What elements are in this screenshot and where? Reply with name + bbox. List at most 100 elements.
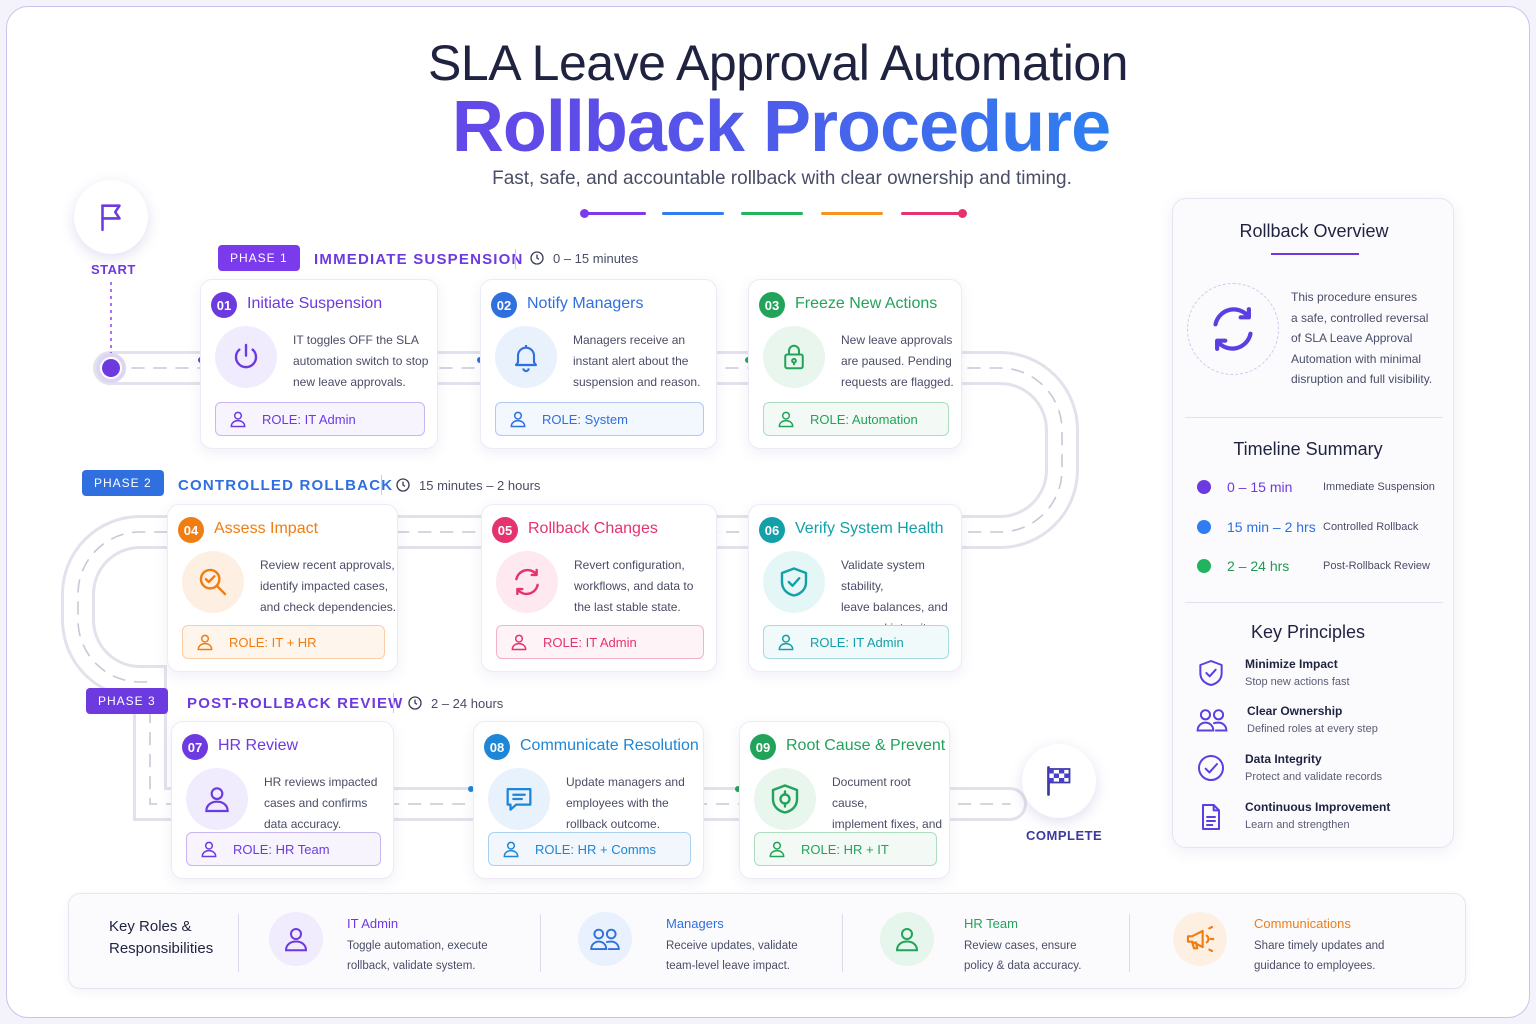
step-title: Verify System Health <box>795 520 944 537</box>
step-description-line: Review recent approvals, <box>260 558 395 572</box>
principle-title: Minimize Impact <box>1245 657 1338 671</box>
step-number: 08 <box>484 734 510 760</box>
phase-3-badge: PHASE 3 <box>86 688 168 714</box>
overview-description-line: a safe, controlled reversal <box>1291 310 1429 325</box>
key-roles-bar: Key Roles & Responsibilities IT Admin To… <box>68 893 1466 989</box>
step-description-line: suspension and reason. <box>573 375 701 389</box>
step-role-value: System <box>584 411 628 427</box>
step-description-line: Managers receive an <box>573 333 686 347</box>
step-role-prefix: ROLE: <box>535 841 575 857</box>
step-description: Review recent approvals,identify impacte… <box>260 555 396 618</box>
role-icon-hr-team <box>880 912 934 966</box>
principle-subtitle: Defined roles at every step <box>1247 723 1378 735</box>
key-roles-title-line: Key Roles & <box>109 918 192 935</box>
magnifier-icon <box>199 568 227 596</box>
role-description-line: guidance to employees. <box>1254 960 1376 972</box>
phase-1-badge: PHASE 1 <box>218 245 300 271</box>
step-description-line: implement fixes, and <box>832 817 943 831</box>
step-description-line: Revert configuration, <box>574 558 685 572</box>
phase-2-time-text: 15 minutes – 2 hours <box>419 477 541 493</box>
timeline-label: Controlled Rollback <box>1323 521 1419 533</box>
step-role-text: ROLE: HR + Comms <box>535 842 656 857</box>
page-heading: Rollback Procedure <box>0 86 1536 168</box>
clock-icon <box>408 696 422 710</box>
person-icon <box>201 841 217 858</box>
role-description-line: Toggle automation, execute <box>347 940 488 952</box>
role-name: Managers <box>666 916 724 931</box>
complete-node <box>1022 744 1096 818</box>
divider-segment <box>584 212 646 215</box>
page-title: SLA Leave Approval Automation <box>428 35 1128 91</box>
phase-1-time-text: 0 – 15 minutes <box>553 250 639 266</box>
role-description-line: team-level leave impact. <box>666 960 790 972</box>
step-description-line: Document root cause, <box>832 775 911 810</box>
step-role-text: ROLE: IT + HR <box>229 635 317 650</box>
phase-1-title: IMMEDIATE SUSPENSION <box>314 251 524 268</box>
overview-description-line: Automation with minimal <box>1291 351 1422 366</box>
step-description-line: automation switch to stop <box>293 354 429 368</box>
step-description-line: instant alert about the <box>573 354 689 368</box>
power-icon <box>234 343 258 369</box>
step-role-pill: ROLE: IT Admin <box>763 625 949 659</box>
role-description-line: Review cases, ensure <box>964 940 1077 952</box>
step-role-text: ROLE: HR + IT <box>801 842 889 857</box>
step-icon-wrap <box>763 551 825 613</box>
shield-bulb-icon <box>771 784 799 814</box>
overview-description: This procedure ensures a safe, controlle… <box>1291 287 1432 390</box>
refresh-icon <box>1213 307 1253 351</box>
step-description-line: and check dependencies. <box>260 600 397 614</box>
timeline-label: Immediate Suspension <box>1323 481 1435 493</box>
step-role-pill: ROLE: Automation <box>763 402 949 436</box>
step-role-value: HR + Comms <box>577 841 657 857</box>
step-description-line: employees with the <box>566 796 669 810</box>
person-icon <box>778 411 794 428</box>
step-description-line: workflows, and data to <box>574 579 694 593</box>
role-name: HR Team <box>964 916 1018 931</box>
key-roles-title: Key Roles & Responsibilities <box>109 916 213 960</box>
rollback-overview-panel: Rollback Overview This procedure ensures… <box>1172 198 1454 848</box>
megaphone-icon <box>1186 925 1215 953</box>
step-role-text: ROLE: Automation <box>810 412 918 427</box>
divider-dot <box>958 209 967 218</box>
step-description-line: are paused. Pending <box>841 354 952 368</box>
step-description-line: New leave approvals <box>841 333 953 347</box>
step-description-line: HR reviews impacted <box>264 775 378 789</box>
lock-icon <box>784 344 804 370</box>
step-title: Assess Impact <box>214 520 319 537</box>
step-role-text: ROLE: IT Admin <box>262 412 356 427</box>
overview-description-line: This procedure ensures <box>1291 290 1418 304</box>
step-icon-wrap <box>495 326 557 388</box>
bell-icon <box>514 345 538 372</box>
step-title: Notify Managers <box>527 295 644 312</box>
timeline-row: 15 min – 2 hrs Controlled Rollback <box>1197 519 1418 535</box>
person-icon <box>778 634 794 651</box>
principle-title: Clear Ownership <box>1247 704 1343 718</box>
phase-separator <box>381 475 382 495</box>
person-icon <box>769 841 785 858</box>
step-number: 09 <box>750 734 776 760</box>
checkered-flag-icon <box>1047 766 1071 796</box>
step-icon-wrap <box>215 326 277 388</box>
page-subtitle: Fast, safe, and accountable rollback wit… <box>492 168 1072 189</box>
overview-divider <box>1185 602 1443 603</box>
role-name: IT Admin <box>347 916 399 931</box>
step-role-pill: ROLE: HR + Comms <box>488 832 691 866</box>
step-role-text: ROLE: IT Admin <box>810 635 904 650</box>
divider-dot <box>580 209 589 218</box>
step-description: Managers receive an instant alert about t… <box>573 330 700 393</box>
users-icon <box>590 928 620 950</box>
step-role-prefix: ROLE: <box>233 841 273 857</box>
divider-segment <box>821 212 883 215</box>
person-icon <box>197 634 213 651</box>
step-role-prefix: ROLE: <box>810 411 850 427</box>
principle-title: Data Integrity <box>1245 752 1322 766</box>
step-description-line: the last stable state. <box>574 600 681 614</box>
